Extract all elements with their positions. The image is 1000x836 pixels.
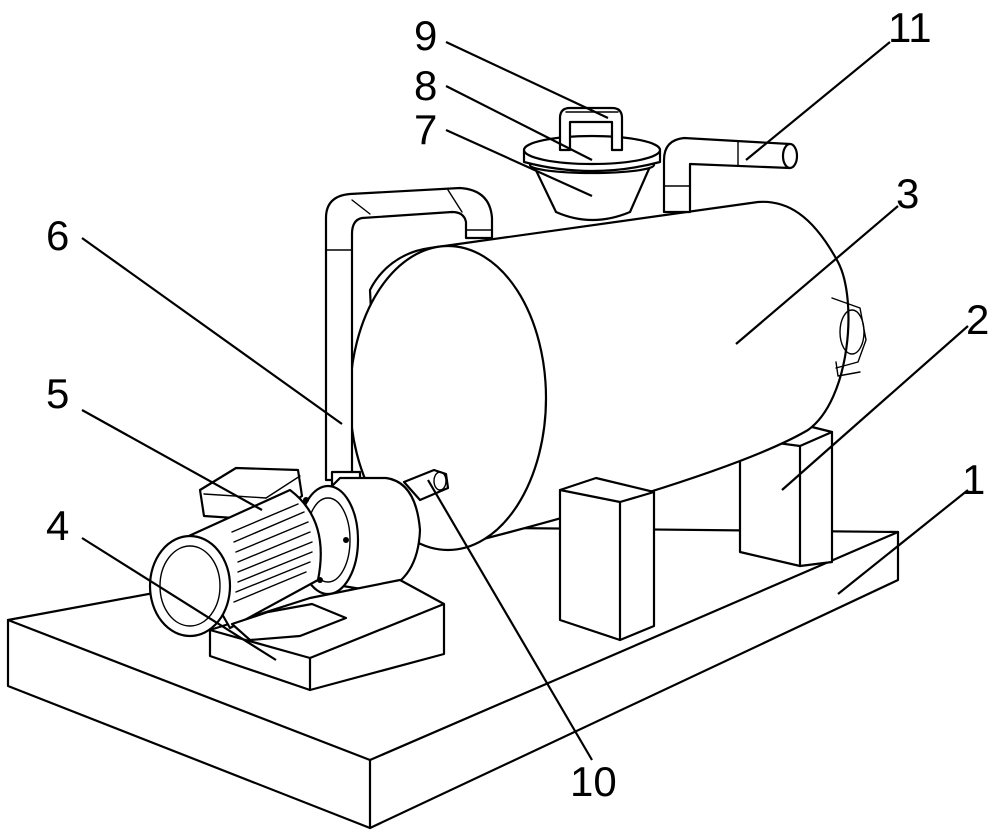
motor: [148, 466, 348, 642]
leader-1: [837, 489, 969, 595]
label-8: 8: [414, 62, 437, 109]
leader-10: [427, 479, 593, 761]
leader-7: [445, 128, 593, 198]
label-10: 10: [570, 758, 617, 805]
label-3: 3: [896, 170, 919, 217]
label-2: 2: [966, 296, 989, 343]
inlet-stub: [402, 468, 450, 502]
label-11: 11: [888, 4, 932, 51]
label-6: 6: [46, 212, 69, 259]
label-1: 1: [962, 456, 985, 503]
leader-2: [781, 325, 969, 491]
reference-numerals: 1 2 3 4 5 6 7 8 9 10 11: [46, 4, 989, 805]
label-4: 4: [46, 502, 69, 549]
base-plate: [6, 526, 900, 830]
support-block-right: [738, 422, 834, 568]
hopper-lid: [522, 134, 662, 173]
label-9: 9: [414, 12, 437, 59]
leader-4: [81, 537, 277, 661]
support-block-left: [558, 476, 656, 642]
outlet-pipe: [662, 136, 799, 214]
leader-8: [445, 85, 593, 161]
leader-5: [81, 409, 263, 511]
cooling-fins: [231, 503, 313, 603]
leader-11: [745, 41, 891, 161]
leader-9: [445, 41, 609, 119]
leader-3: [735, 205, 899, 345]
leader-lines: [81, 41, 969, 761]
tank-body: [348, 200, 867, 552]
leader-6: [81, 237, 343, 425]
label-5: 5: [46, 370, 69, 417]
label-7: 7: [414, 106, 437, 153]
